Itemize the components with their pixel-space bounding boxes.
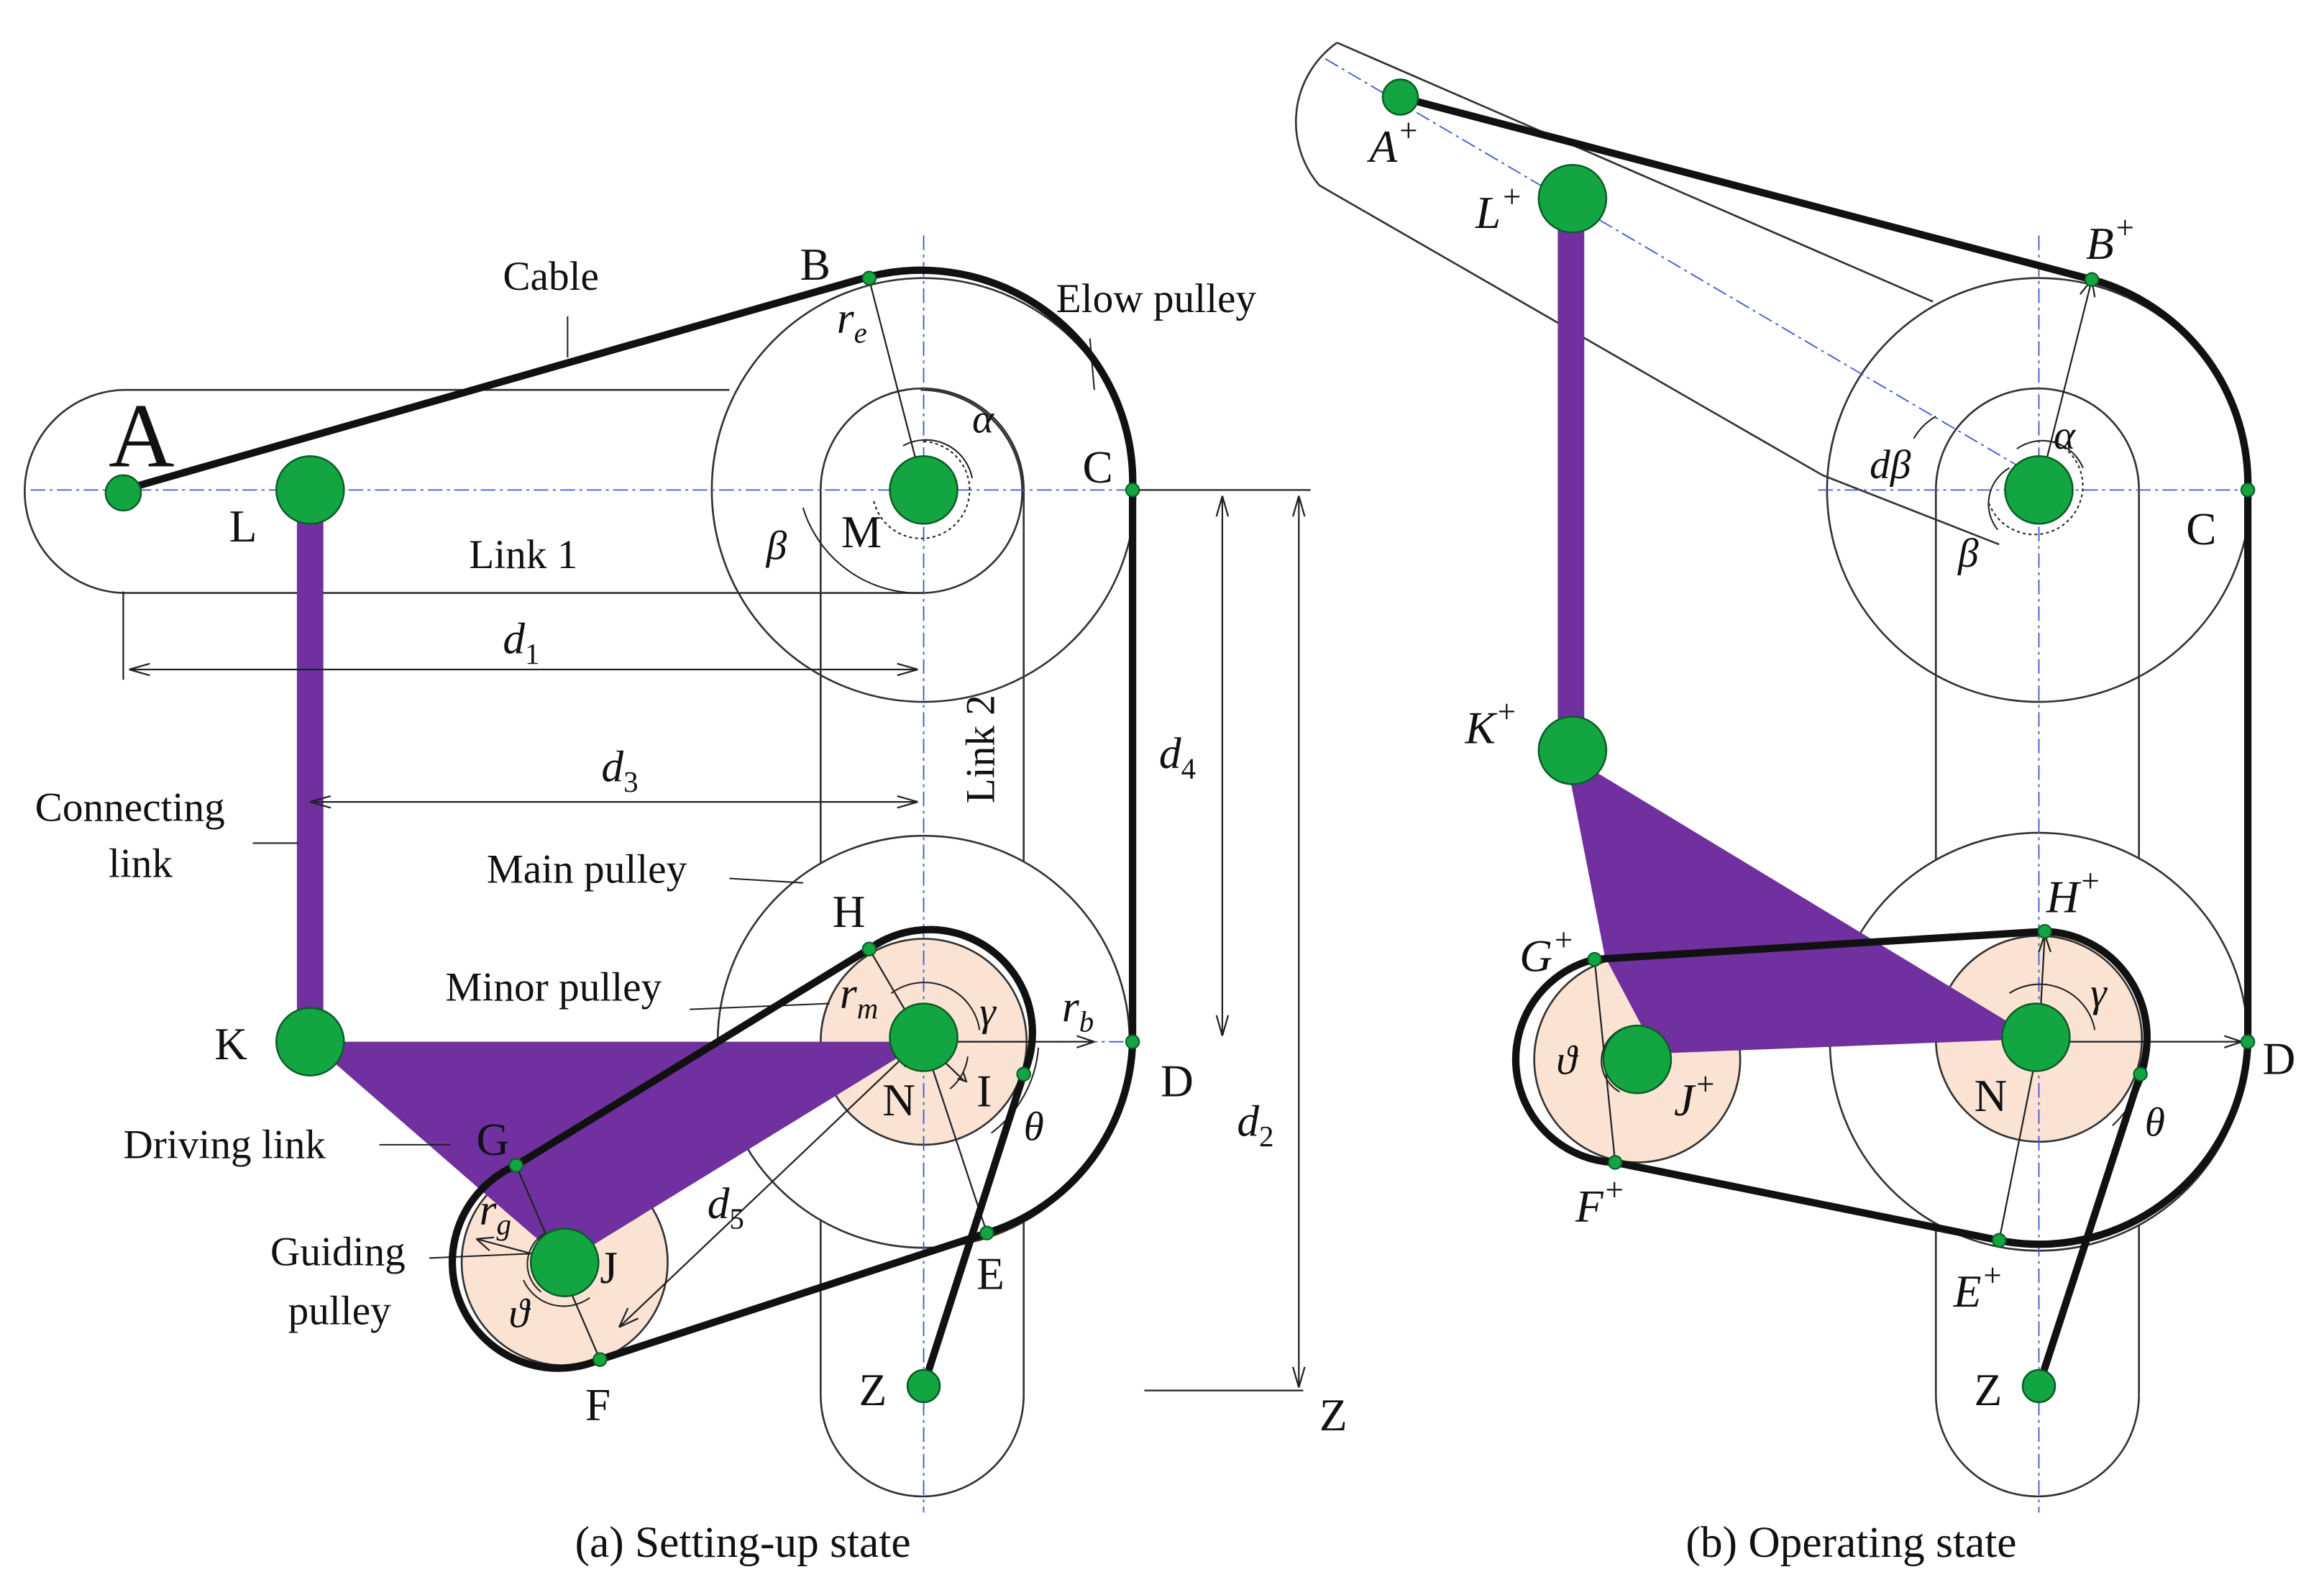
leader-lines <box>252 316 1095 1259</box>
symbol-b-theta: θ <box>2145 1100 2165 1146</box>
panel-a: A B C D E F G H I J K L M N Z Z Cable El… <box>24 235 1348 1567</box>
cable-b <box>1396 93 2252 1390</box>
label-b-B: B+ <box>2086 209 2136 269</box>
label-main-pulley: Main pulley <box>487 847 687 892</box>
symbol-gamma: γ <box>979 990 997 1035</box>
symbol-rg: rg <box>480 1185 511 1240</box>
caption-b: (b) Operating state <box>1685 1518 2016 1567</box>
joints-a <box>104 455 959 1404</box>
label-b-G: G+ <box>1519 922 1574 982</box>
connecting-link-b <box>1557 198 1585 751</box>
centerlines-b <box>1325 58 2245 1513</box>
symbol-d2: d2 <box>1237 1097 1273 1153</box>
angle-arcs <box>523 439 1040 1307</box>
symbol-d1: d1 <box>503 614 539 669</box>
symbol-theta: θ <box>1024 1105 1044 1150</box>
label-b-K: K+ <box>1465 694 1518 754</box>
label-a-D: D <box>1161 1055 1194 1106</box>
symbol-rb: rb <box>1062 982 1094 1038</box>
label-a-E: E <box>976 1248 1005 1299</box>
symbol-b-gamma: γ <box>2090 971 2108 1016</box>
label-a-N: N <box>882 1074 915 1125</box>
label-elbow-pulley: Elow pulley <box>1056 276 1257 321</box>
label-link1: Link 1 <box>469 532 577 577</box>
label-a-M: M <box>841 506 882 557</box>
connecting-link <box>296 490 324 1042</box>
symbol-re: re <box>837 293 867 349</box>
label-cable: Cable <box>503 254 599 299</box>
symbol-labels-b: α dβ β γ θ ϑ <box>1556 413 2165 1146</box>
label-a-Z: Z <box>859 1364 887 1415</box>
symbol-b-alpha: α <box>2054 413 2077 458</box>
symbol-beta: β <box>766 524 787 569</box>
link1-outline <box>24 388 1023 594</box>
link1-outline-b <box>1294 42 2000 546</box>
symbol-vartheta: ϑ <box>509 1292 531 1337</box>
label-b-H: H+ <box>2046 863 2101 923</box>
symbol-rm: rm <box>840 969 878 1025</box>
label-minor-pulley: Minor pulley <box>446 964 662 1010</box>
label-b-F: F+ <box>1575 1172 1625 1232</box>
label-a-I: I <box>976 1066 992 1117</box>
symbol-labels-a: re rm rb rg d1 d3 d4 d2 d5 α β γ θ ϑ <box>480 293 1274 1336</box>
label-driving-link: Driving link <box>123 1122 326 1167</box>
symbol-b-vartheta: ϑ <box>1556 1038 1578 1084</box>
symbol-alpha: α <box>972 397 995 442</box>
label-b-A: A+ <box>1367 112 1419 172</box>
label-link2: Link 2 <box>959 695 1004 803</box>
label-b-C: C <box>2186 503 2216 554</box>
component-labels-a: Cable Elow pulley Link 1 Link 2 Connecti… <box>35 254 1257 1333</box>
label-connecting-link-1: Connecting <box>35 785 225 831</box>
symbol-d4: d4 <box>1159 729 1196 785</box>
driving-link <box>310 1041 924 1263</box>
label-b-D: D <box>2263 1033 2296 1084</box>
label-b-N: N <box>1974 1070 2007 1121</box>
label-a-G: G <box>477 1114 510 1165</box>
cable-points-a <box>508 270 1140 1367</box>
joints-b <box>1381 78 2074 1404</box>
label-a-J: J <box>600 1242 618 1293</box>
symbol-b-dbeta: dβ <box>1870 442 1911 488</box>
label-guiding-pulley-2: pulley <box>288 1289 392 1334</box>
label-b-L: L+ <box>1475 179 1523 239</box>
label-a-L: L <box>229 501 257 552</box>
panel-b: A+ B+ C D E+ F+ G+ H+ J+ K+ L+ N Z α dβ … <box>1294 42 2296 1567</box>
point-labels-a: A B C D E F G H I J K L M N Z Z <box>109 239 1348 1440</box>
label-a-F: F <box>585 1379 610 1430</box>
label-b-J: J+ <box>1674 1066 1716 1125</box>
label-b-Z: Z <box>1974 1364 2002 1415</box>
label-a-B: B <box>800 239 831 290</box>
caption-a: (a) Setting-up state <box>575 1518 911 1567</box>
cable-a <box>119 266 1137 1390</box>
label-a-A: A <box>109 386 175 487</box>
symbol-b-beta: β <box>1957 531 1979 576</box>
label-a-C: C <box>1083 442 1113 493</box>
cable-points-b <box>1587 272 2256 1248</box>
driving-link-b <box>1565 753 2036 1054</box>
label-b-E: E+ <box>1953 1257 2003 1317</box>
label-a-Z2: Z <box>1319 1389 1348 1440</box>
point-labels-b: A+ B+ C D E+ F+ G+ H+ J+ K+ L+ N Z <box>1367 112 2296 1415</box>
label-a-K: K <box>214 1018 247 1069</box>
label-a-H: H <box>833 886 866 937</box>
symbol-d5: d5 <box>708 1179 744 1235</box>
symbol-d3: d3 <box>601 742 638 798</box>
label-guiding-pulley-1: Guiding <box>270 1230 406 1275</box>
label-connecting-link-2: link <box>109 841 173 886</box>
